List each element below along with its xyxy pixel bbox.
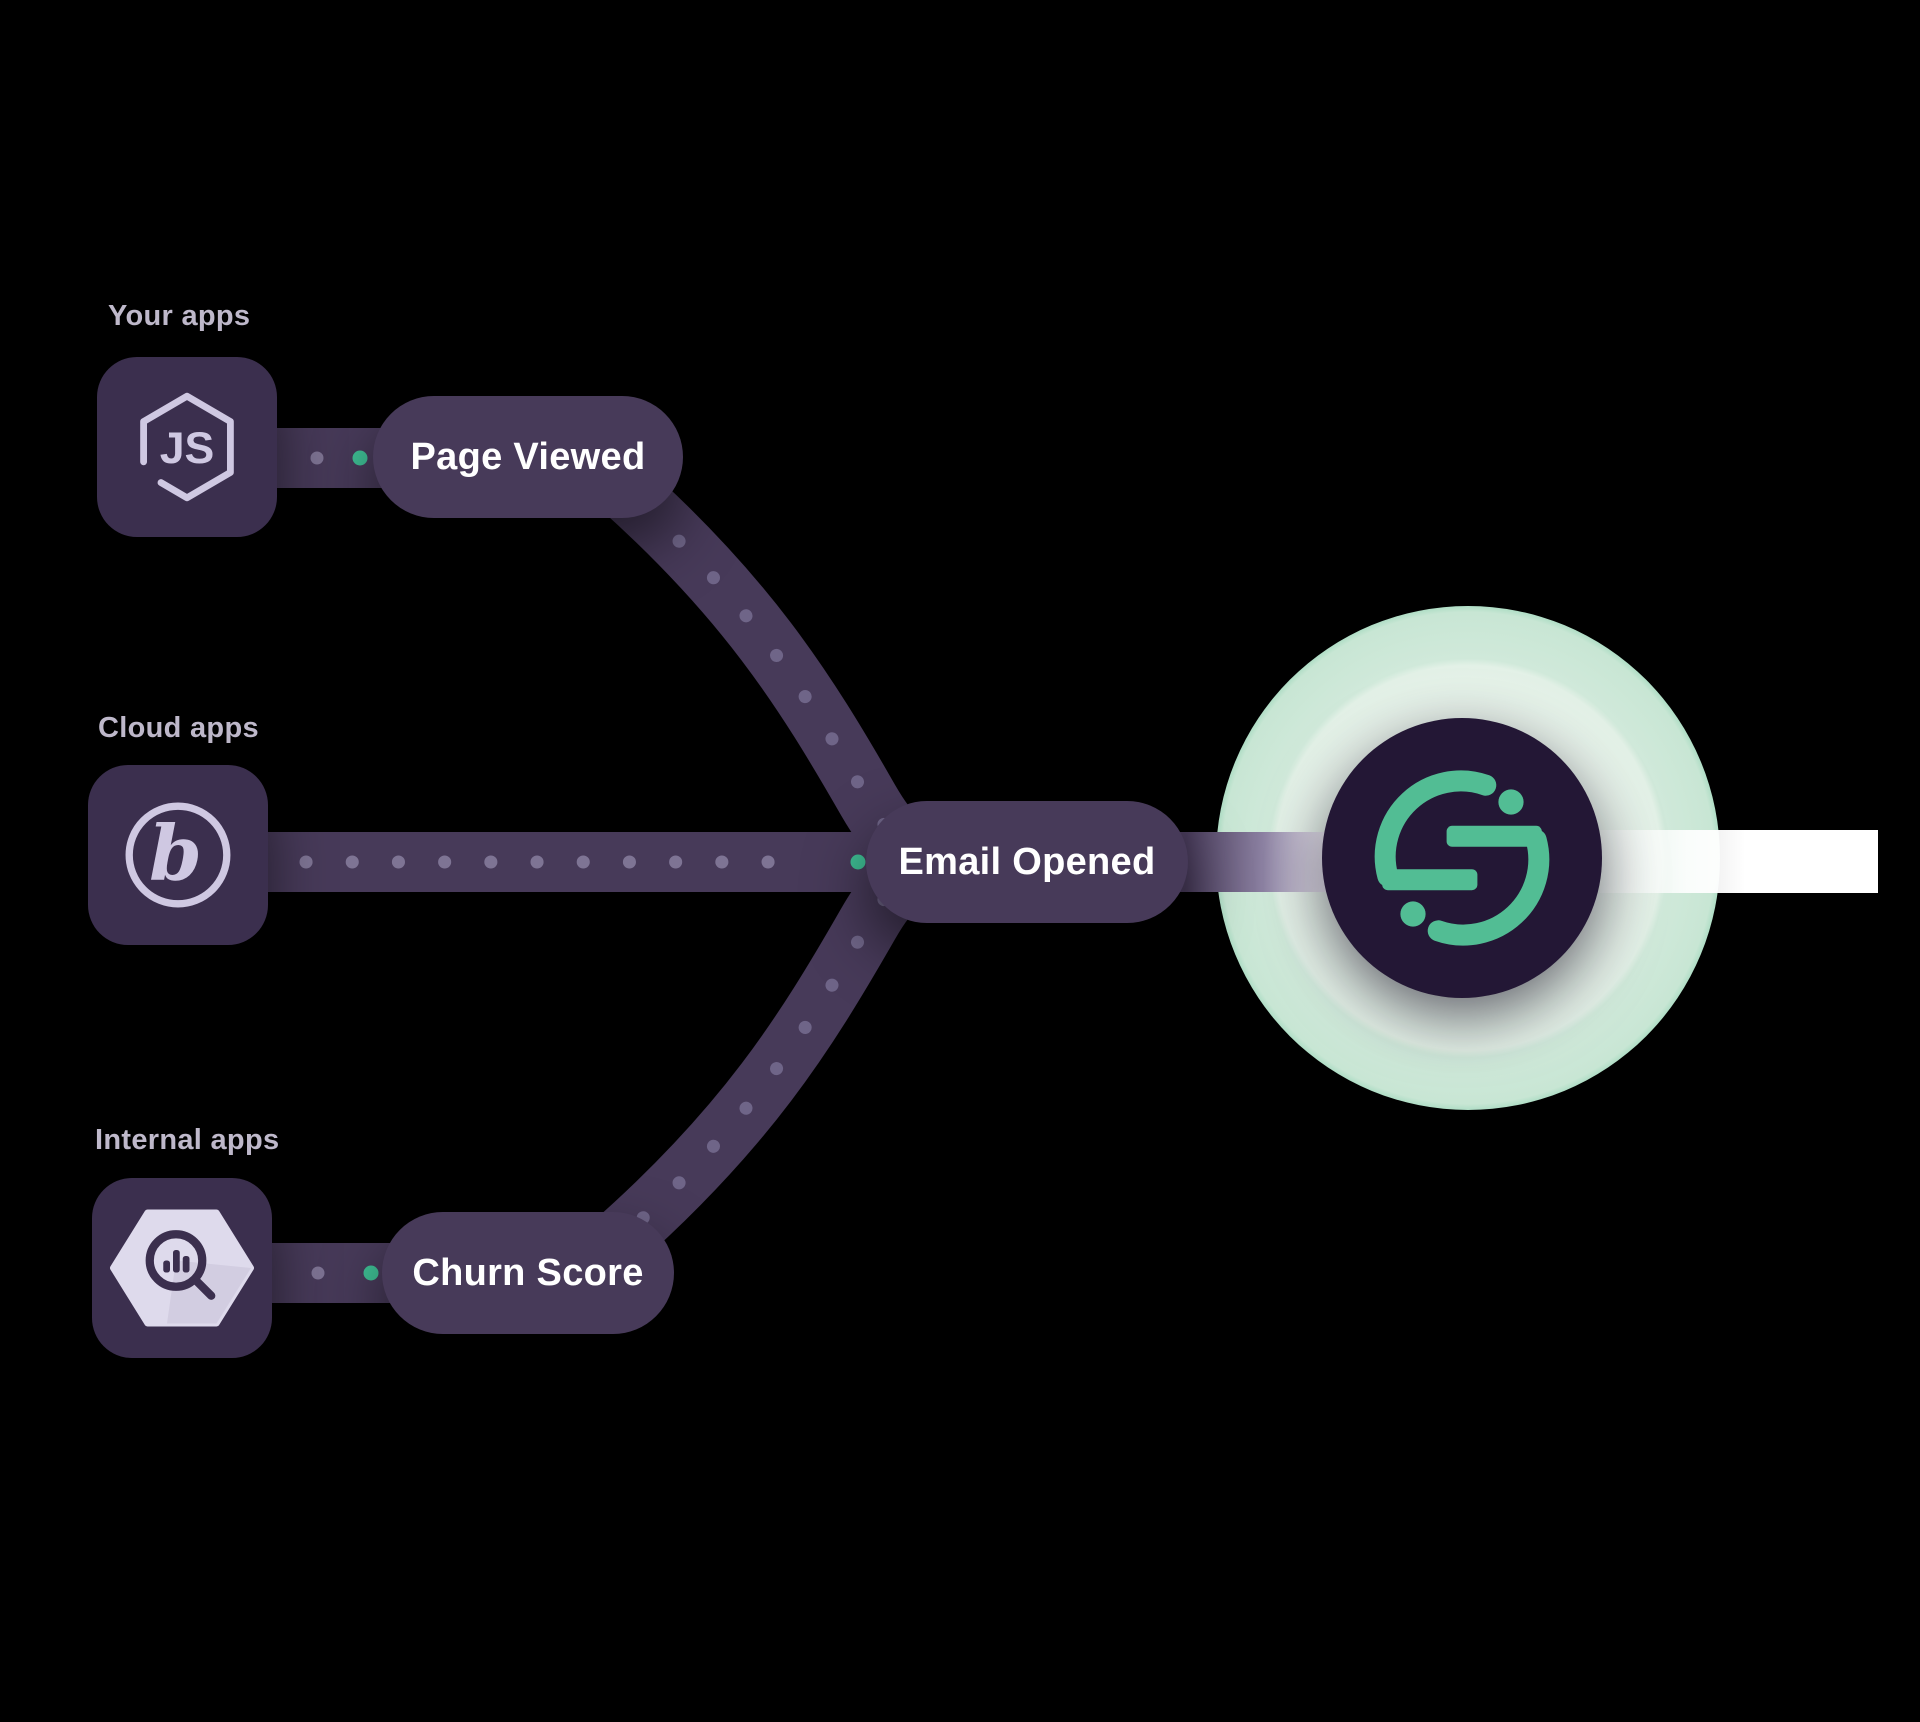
event-pill-churn-score: Churn Score [382,1212,674,1334]
connector-churnscore-to-junction [581,835,981,1277]
event-pill-page-viewed: Page Viewed [373,396,683,518]
source-tile-your-apps: JS [97,357,277,537]
event-pill-label: Page Viewed [410,435,646,478]
source-tile-cloud-apps: b [88,765,268,945]
dotted-track-bottom-diagonal [605,859,957,1253]
braze-icon-letter: b [149,808,202,897]
connector-pageviewed-to-junction [581,447,981,889]
connector-fade-into-destination [1186,832,1326,892]
green-dot [352,450,368,466]
dot-purple [311,1266,325,1280]
group-label-cloud-apps: Cloud apps [98,712,259,744]
nodejs-icon-letters: JS [160,424,215,473]
green-dot [363,1265,379,1281]
green-dot [850,854,866,870]
event-pill-email-opened: Email Opened [866,801,1188,923]
dotted-track-top-diagonal [605,471,957,865]
event-pill-label: Churn Score [412,1251,644,1294]
output-white-band [1600,830,1878,893]
group-label-your-apps: Your apps [108,300,251,332]
destination-logo [1322,718,1602,998]
source-tile-internal-apps [92,1178,272,1358]
braze-icon: b [125,802,231,908]
nodejs-icon: JS [140,392,234,502]
bigquery-icon [110,1209,254,1327]
group-label-internal-apps: Internal apps [95,1124,280,1156]
event-pill-label: Email Opened [898,840,1156,883]
segment-logo-icon [1322,718,1602,998]
dot-purple [310,451,324,465]
